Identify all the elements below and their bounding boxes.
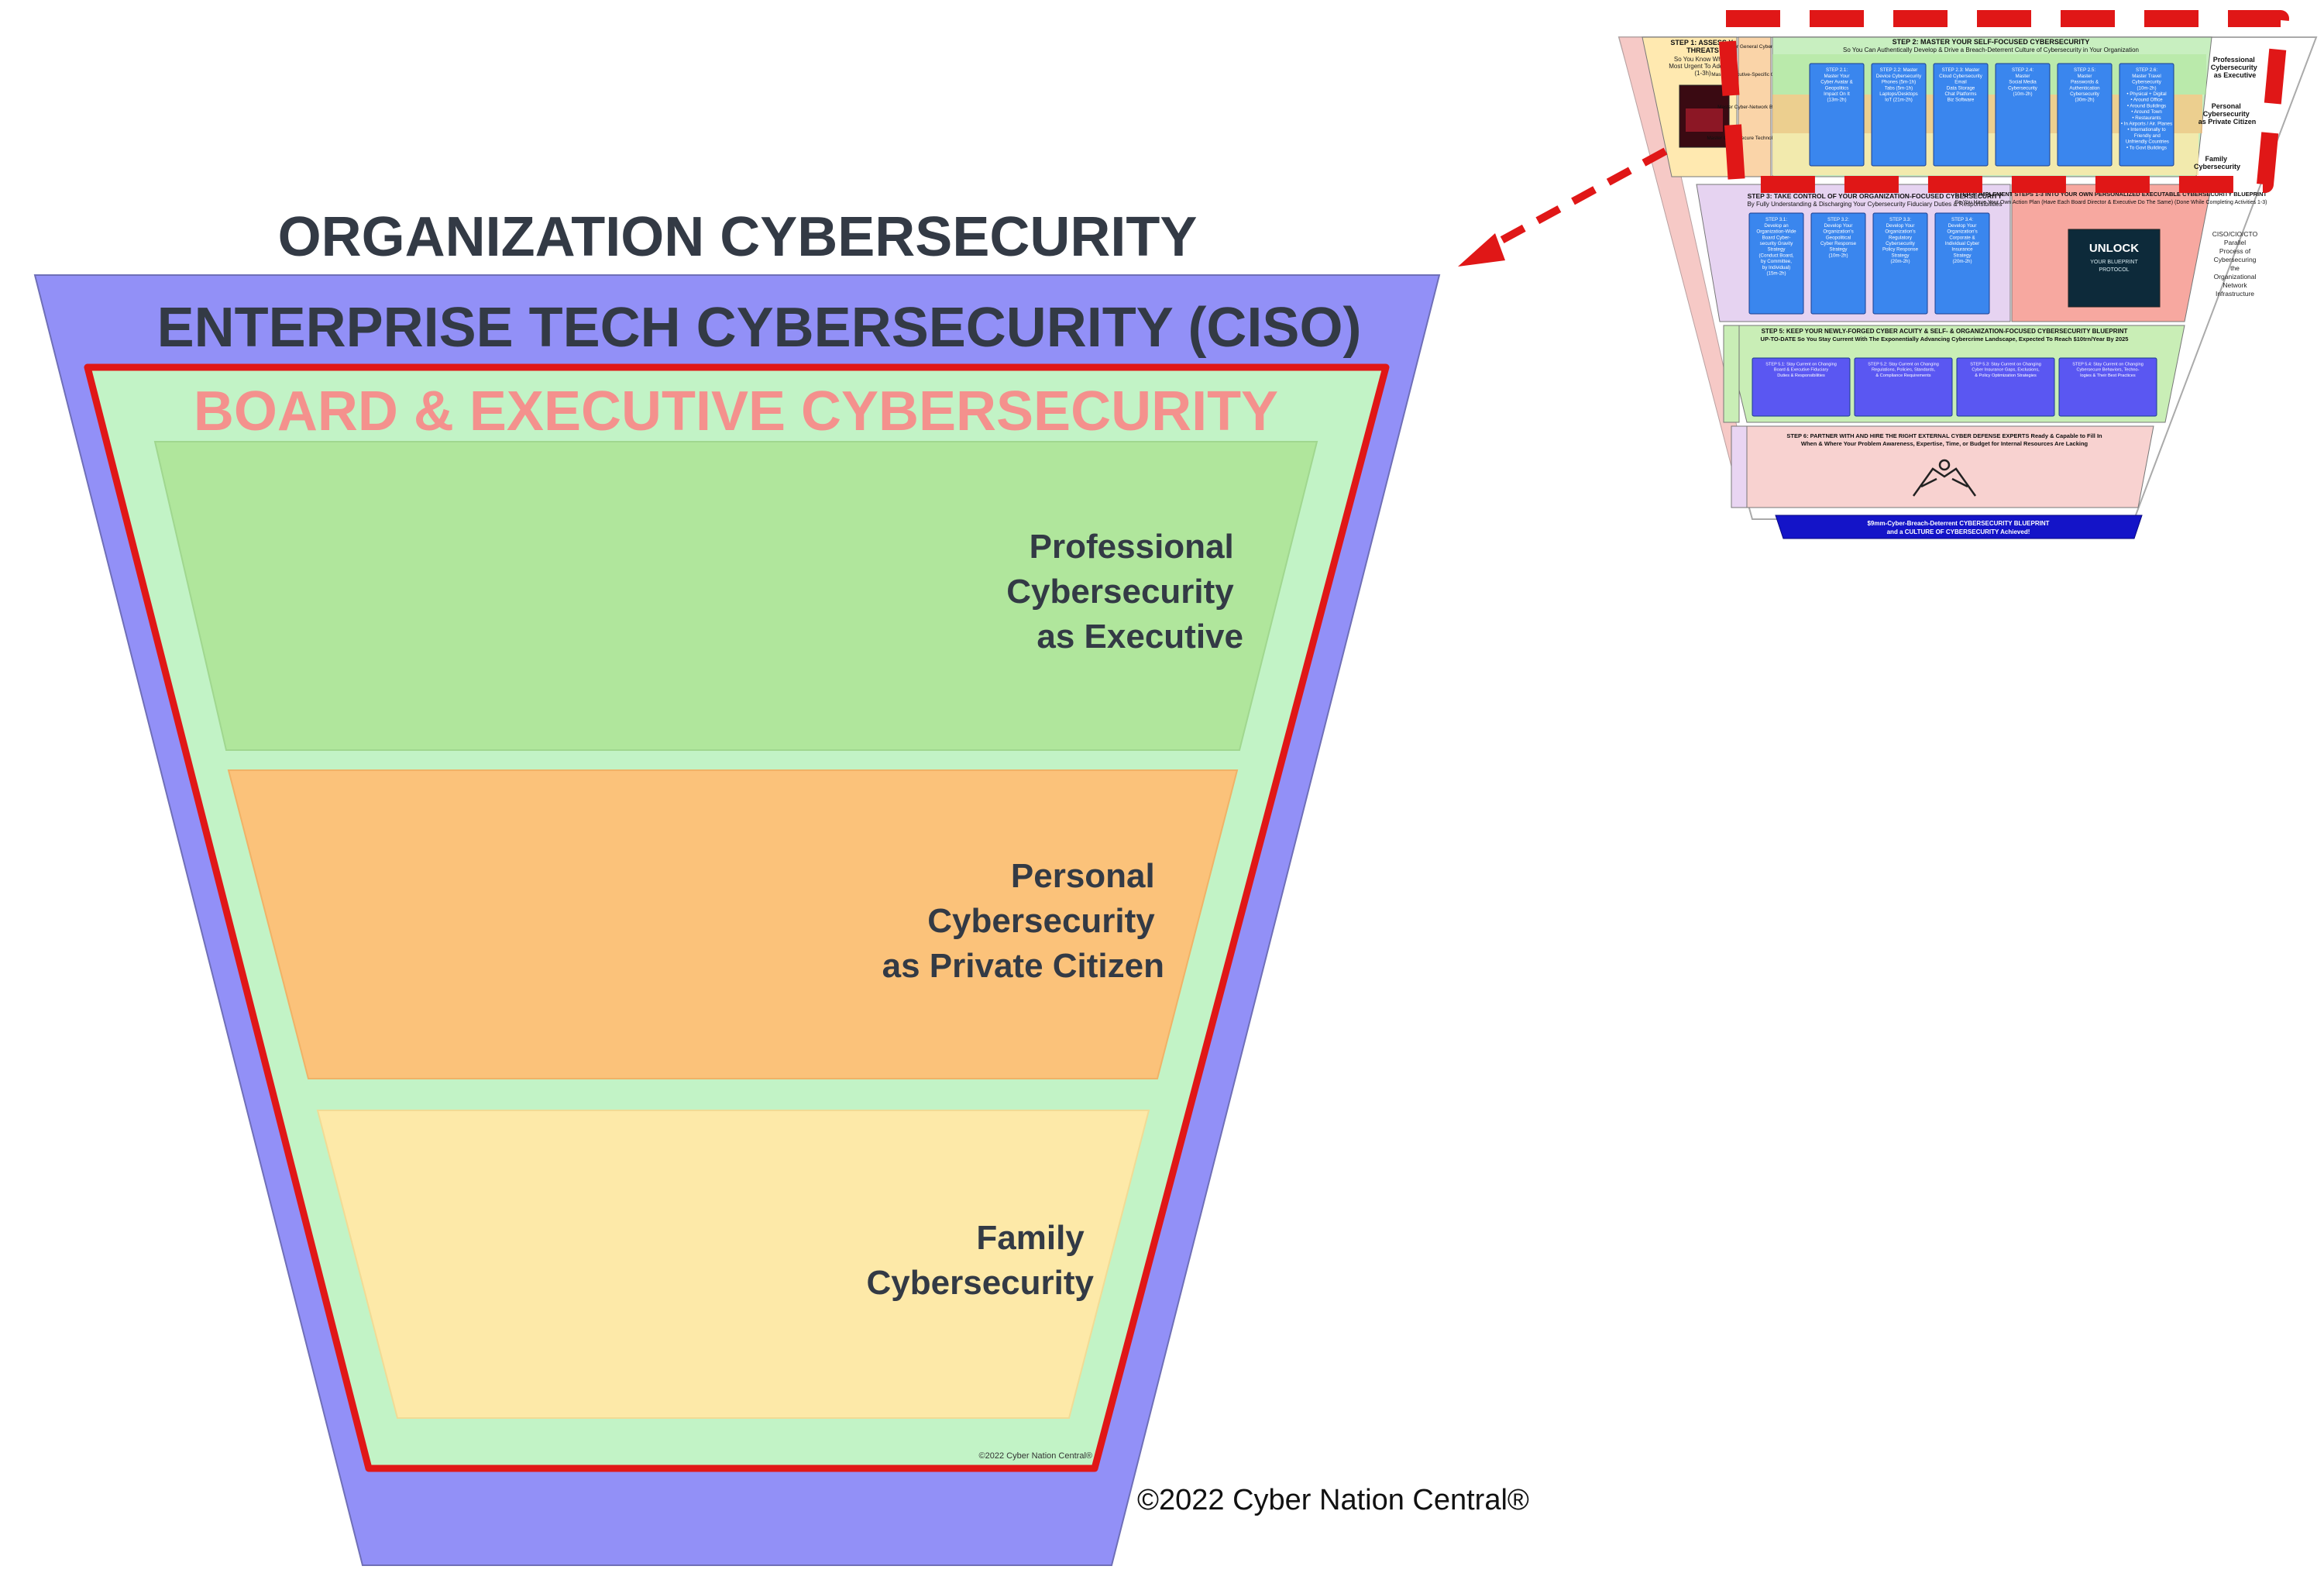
- main-funnel: ORGANIZATION CYBERSECURITY ENTERPRISE TE…: [33, 206, 1441, 1566]
- thumb-step2-box-1-shape: [1809, 63, 1865, 167]
- thumb-step2-label-family: Family Cybersecurity: [2194, 155, 2240, 170]
- callout-arrow: [1458, 147, 1668, 267]
- thumb-step1-book-glow: [1686, 108, 1723, 132]
- thumb-step1-title: STEP 1: ASSESS Y THREATS: [1670, 39, 1734, 54]
- copyright-notice: ©2022 Cyber Nation Central®: [1137, 1484, 1529, 1516]
- professional-label: Professional Cybersecurity as Executive: [1006, 528, 1243, 656]
- callout-arrow-line: [1485, 147, 1668, 252]
- thumb-banner-line-1: $9mm-Cyber-Breach-Deterrent CYBERSECURIT…: [1867, 520, 2049, 527]
- thumb-step3-box-4-shape: [1934, 212, 1990, 315]
- thumb-step6-title: STEP 6: PARTNER WITH AND HIRE THE RIGHT …: [1786, 432, 2102, 439]
- thumb-master-label-3: Master Cyber-Network Behaviors: [1717, 105, 1792, 110]
- thumb-step2-box-6-shape: [2119, 63, 2174, 167]
- thumb-highlight-dashed-outline: [1717, 10, 2289, 193]
- professional-band: [153, 441, 1318, 751]
- family-band: [316, 1110, 1150, 1419]
- ciso-title: ENTERPRISE TECH CYBERSECURITY (CISO): [157, 297, 1362, 359]
- thumb-step5-box-2-shape: [1854, 357, 1953, 417]
- thumb-step2-title: STEP 2: MASTER YOUR SELF-FOCUSED CYBERSE…: [1893, 38, 2090, 46]
- thumb-step3-title: STEP 3: TAKE CONTROL OF YOUR ORGANIZATIO…: [1748, 192, 2003, 200]
- thumb-step2-box-5-shape: [2057, 63, 2113, 167]
- thumb-step4-book-sub2: PROTOCOL: [2099, 267, 2129, 273]
- thumb-master-label-2: Master Executive-Specific Cyber Risks: [1711, 72, 1798, 77]
- personal-label: Personal Cybersecurity as Private Citize…: [882, 857, 1164, 985]
- thumb-step4-title: STEP 4: IMPLEMENT STEPS 1-3 INTO YOUR OW…: [1955, 191, 2267, 198]
- thumb-banner-line-2: and a CULTURE OF CYBERSECURITY Achieved!: [1887, 528, 2030, 535]
- thumb-step2-box-4-shape: [1995, 63, 2051, 167]
- thumb-master-label-1: Master General Cyber Risks: [1723, 44, 1786, 50]
- thumb-step6-handshake-icon: [1912, 459, 1977, 497]
- thumb-step3-box-2-shape: [1810, 212, 1866, 315]
- thumb-step2-label-personal: Personal Cybersecurity as Private Citize…: [2199, 102, 2257, 126]
- thumb-step2-box-3-shape: [1933, 63, 1989, 167]
- organization-title: ORGANIZATION CYBERSECURITY: [278, 206, 1198, 268]
- thumb-step4-book-title: UNLOCK: [2089, 242, 2139, 255]
- thumb-step1-subtitle: So You Know Which Most Urgent To Address…: [1669, 56, 1736, 77]
- thumb-bottom-banner: [1775, 515, 2143, 539]
- thumb-step5-box-3-shape: [1956, 357, 2055, 417]
- board-title: BOARD & EXECUTIVE CYBERSECURITY: [194, 380, 1278, 442]
- thumb-step5-subtitle: UP-TO-DATE So You Stay Current With The …: [1761, 336, 2129, 342]
- thumb-step2-box-2-shape: [1871, 63, 1927, 167]
- thumb-step2-label-professional: Professional Cybersecurity as Executive: [2211, 56, 2260, 79]
- thumb-step3-box-1-shape: [1748, 212, 1804, 315]
- personal-band: [227, 769, 1239, 1079]
- thumb-step5-box-1-shape: [1752, 357, 1851, 417]
- family-label: Family Cybersecurity: [867, 1219, 1095, 1302]
- thumb-master-column: [1738, 36, 1772, 177]
- thumb-step4-subtitle: So You Have Your Own Action Plan (Have E…: [1955, 200, 2267, 205]
- thumb-step3-subtitle: By Fully Understanding & Discharging You…: [1747, 201, 2002, 208]
- thumb-step5-left-label: [1723, 325, 1740, 423]
- thumb-step4-book-sub1: YOUR BLUEPRINT: [2090, 260, 2138, 265]
- thumb-step4-book-image: [2068, 229, 2161, 308]
- thumb-master-label-4: Master Cyber-secure Technologies & Work: [1707, 136, 1803, 141]
- thumb-step6-subtitle: When & Where Your Problem Awareness, Exp…: [1801, 440, 2089, 447]
- inner-copyright: ©2022 Cyber Nation Central®: [979, 1451, 1092, 1461]
- thumb-step5-box-4-shape: [2058, 357, 2157, 417]
- thumb-step3-box-3-shape: [1872, 212, 1928, 315]
- thumb-step2-subtitle: So You Can Authentically Develop & Drive…: [1843, 46, 2139, 53]
- thumb-step5-title: STEP 5: KEEP YOUR NEWLY-FORGED CYBER ACU…: [1762, 328, 2128, 335]
- callout-arrow-head: [1458, 233, 1505, 267]
- thumb-step6-left-label: [1731, 425, 1748, 508]
- thumbnail-diagram: STEP 1: ASSESS Y THREATS So You Know Whi…: [1618, 10, 2318, 539]
